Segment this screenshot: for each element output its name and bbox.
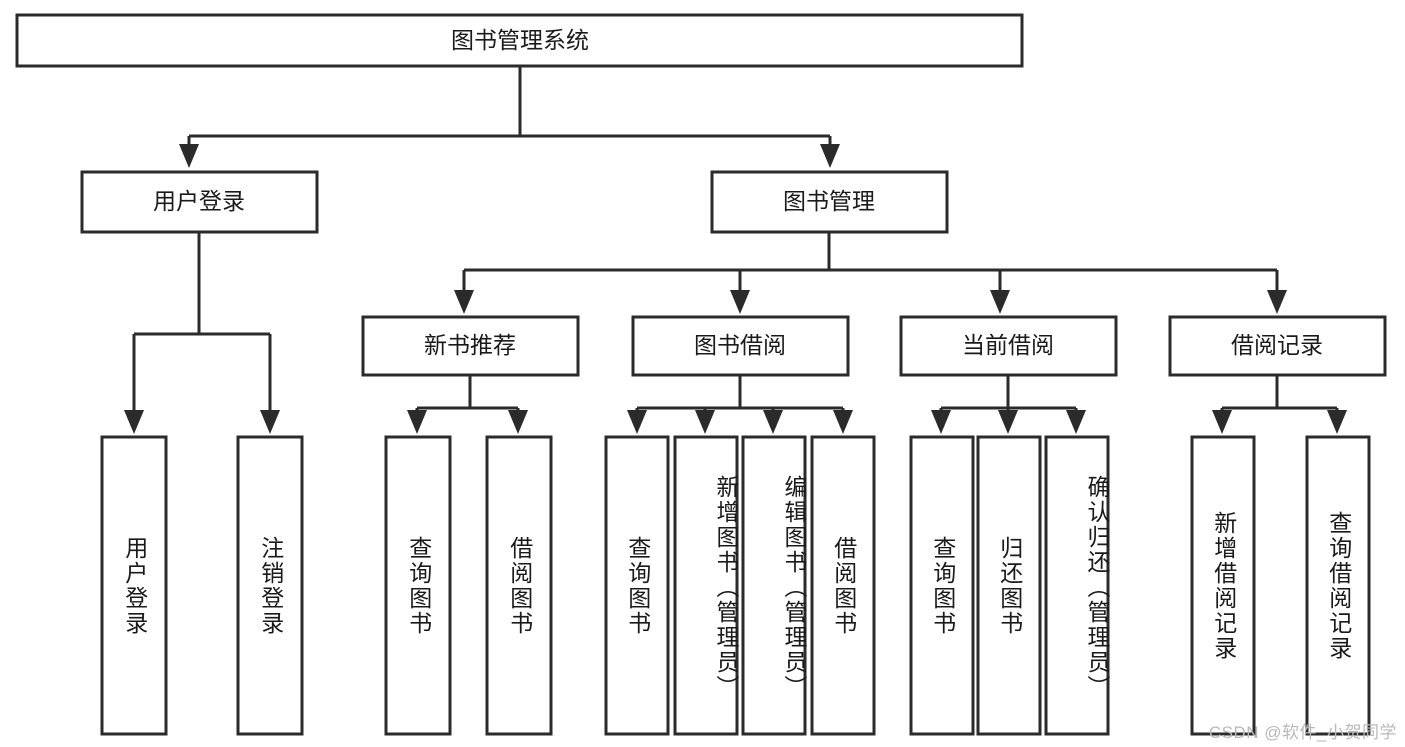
connector-bookmgmt-to-level3: [454, 233, 1287, 314]
node-root-box[interactable]: [15, 13, 1024, 68]
leaf-box-return-book[interactable]: [976, 435, 1042, 736]
arrow-head-icon: [179, 144, 199, 168]
node-root[interactable]: 图书管理系统: [15, 13, 1024, 68]
leaf-box-confirm-return[interactable]: [1044, 435, 1110, 736]
arrow-head-icon: [124, 410, 144, 434]
leaf-box-query-book-cu[interactable]: [909, 435, 975, 736]
node-new-book-recommend-label: 新书推荐: [424, 332, 516, 358]
arrow-head-icon: [763, 410, 783, 434]
node-user-login-box[interactable]: [80, 170, 319, 234]
arrow-head-icon: [1267, 290, 1287, 314]
arrow-head-icon: [695, 410, 715, 434]
leaf-box-edit-book[interactable]: [741, 435, 807, 736]
leaf-box-add-record[interactable]: [1190, 435, 1256, 736]
arrow-head-icon: [1066, 410, 1086, 434]
leaf-box-query-book-br[interactable]: [604, 435, 670, 736]
arrow-head-icon: [820, 144, 840, 168]
arrow-head-icon: [990, 290, 1010, 314]
watermark-text: CSDN @软件_小贺同学: [1208, 723, 1397, 742]
arrow-head-icon: [508, 410, 528, 434]
node-book-management-label: 图书管理: [783, 188, 875, 214]
arrow-head-icon: [1212, 410, 1232, 434]
leaf-box-query-book-nb[interactable]: [384, 435, 452, 736]
arrow-head-icon: [1327, 410, 1347, 434]
leaf-box-borrow-book-br[interactable]: [810, 435, 876, 736]
node-new-book-recommend-box[interactable]: [361, 315, 580, 377]
connector-borrow-to-leaves: [627, 376, 853, 434]
arrow-head-icon: [454, 290, 474, 314]
node-book-management[interactable]: 图书管理: [710, 170, 949, 234]
node-book-borrow-label: 图书借阅: [694, 332, 786, 358]
node-borrow-record-box[interactable]: [1168, 315, 1387, 377]
node-user-login[interactable]: 用户登录: [80, 170, 319, 234]
connector-newbook-to-leaves: [407, 376, 528, 434]
node-root-label: 图书管理系统: [451, 27, 589, 53]
connector-login-to-leaves: [124, 233, 280, 434]
node-user-login-label: 用户登录: [153, 188, 245, 214]
arrow-head-icon: [998, 410, 1018, 434]
arrow-head-icon: [407, 410, 427, 434]
connector-root-to-level2: [179, 67, 840, 168]
connector-current-to-leaves: [931, 376, 1086, 434]
node-current-borrow-label: 当前借阅: [962, 332, 1054, 358]
leaf-box-borrow-book-nb[interactable]: [485, 435, 553, 736]
node-current-borrow[interactable]: 当前借阅: [899, 315, 1118, 377]
leaf-box-query-record[interactable]: [1305, 435, 1371, 736]
node-borrow-record[interactable]: 借阅记录: [1168, 315, 1387, 377]
arrow-head-icon: [260, 410, 280, 434]
arrow-head-icon: [833, 410, 853, 434]
arrow-head-icon: [730, 290, 750, 314]
node-book-borrow-box[interactable]: [631, 315, 850, 377]
leaf-box-user-login[interactable]: [100, 435, 168, 736]
connector-record-to-leaves: [1212, 376, 1347, 434]
leaf-boxes: [100, 435, 1371, 736]
leaf-box-logout[interactable]: [236, 435, 304, 736]
leaf-box-add-book[interactable]: [673, 435, 739, 736]
arrow-head-icon: [627, 410, 647, 434]
node-book-management-box[interactable]: [710, 170, 949, 234]
node-new-book-recommend[interactable]: 新书推荐: [361, 315, 580, 377]
node-borrow-record-label: 借阅记录: [1231, 332, 1323, 358]
arrow-head-icon: [931, 410, 951, 434]
node-book-borrow[interactable]: 图书借阅: [631, 315, 850, 377]
node-current-borrow-box[interactable]: [899, 315, 1118, 377]
